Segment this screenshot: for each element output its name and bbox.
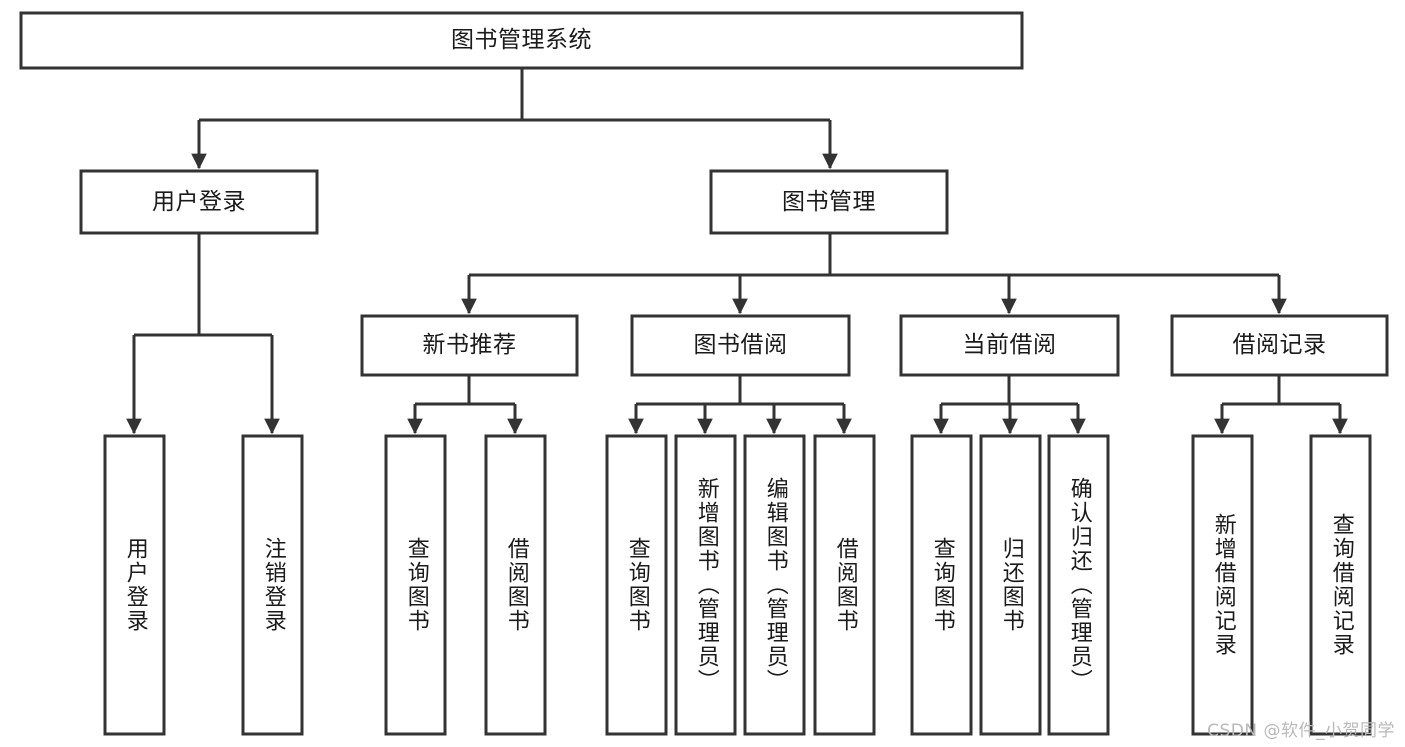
node-leaf-confirm-return-box[interactable] [1047, 434, 1110, 736]
node-leaf-query-record-box[interactable] [1309, 434, 1372, 736]
csdn-watermark: CSDN @软件_小贺同学 [1207, 721, 1395, 741]
node-root-box[interactable] [19, 11, 1024, 70]
node-current-borrow-box[interactable] [899, 314, 1120, 377]
node-leaf-borrow-book-a-box[interactable] [484, 434, 547, 736]
node-borrow-record-box[interactable] [1170, 314, 1389, 377]
node-leaf-edit-book-box[interactable] [743, 434, 806, 736]
node-leaf-query-book-b-box[interactable] [605, 434, 668, 736]
node-leaf-query-book-a-box[interactable] [384, 434, 447, 736]
node-leaf-user-login-box[interactable] [103, 434, 166, 736]
node-leaf-add-record-box[interactable] [1191, 434, 1254, 736]
node-leaf-borrow-book-b-box[interactable] [813, 434, 876, 736]
node-new-book-rec-box[interactable] [360, 314, 579, 377]
node-book-borrow-box[interactable] [630, 314, 851, 377]
node-book-manage-box[interactable] [709, 169, 949, 235]
node-leaf-query-book-c-box[interactable] [910, 434, 973, 736]
node-leaf-return-book-box[interactable] [979, 434, 1042, 736]
node-leaf-logout-box[interactable] [241, 434, 304, 736]
node-user-login-box[interactable] [79, 169, 319, 235]
node-leaf-add-book-box[interactable] [674, 434, 737, 736]
